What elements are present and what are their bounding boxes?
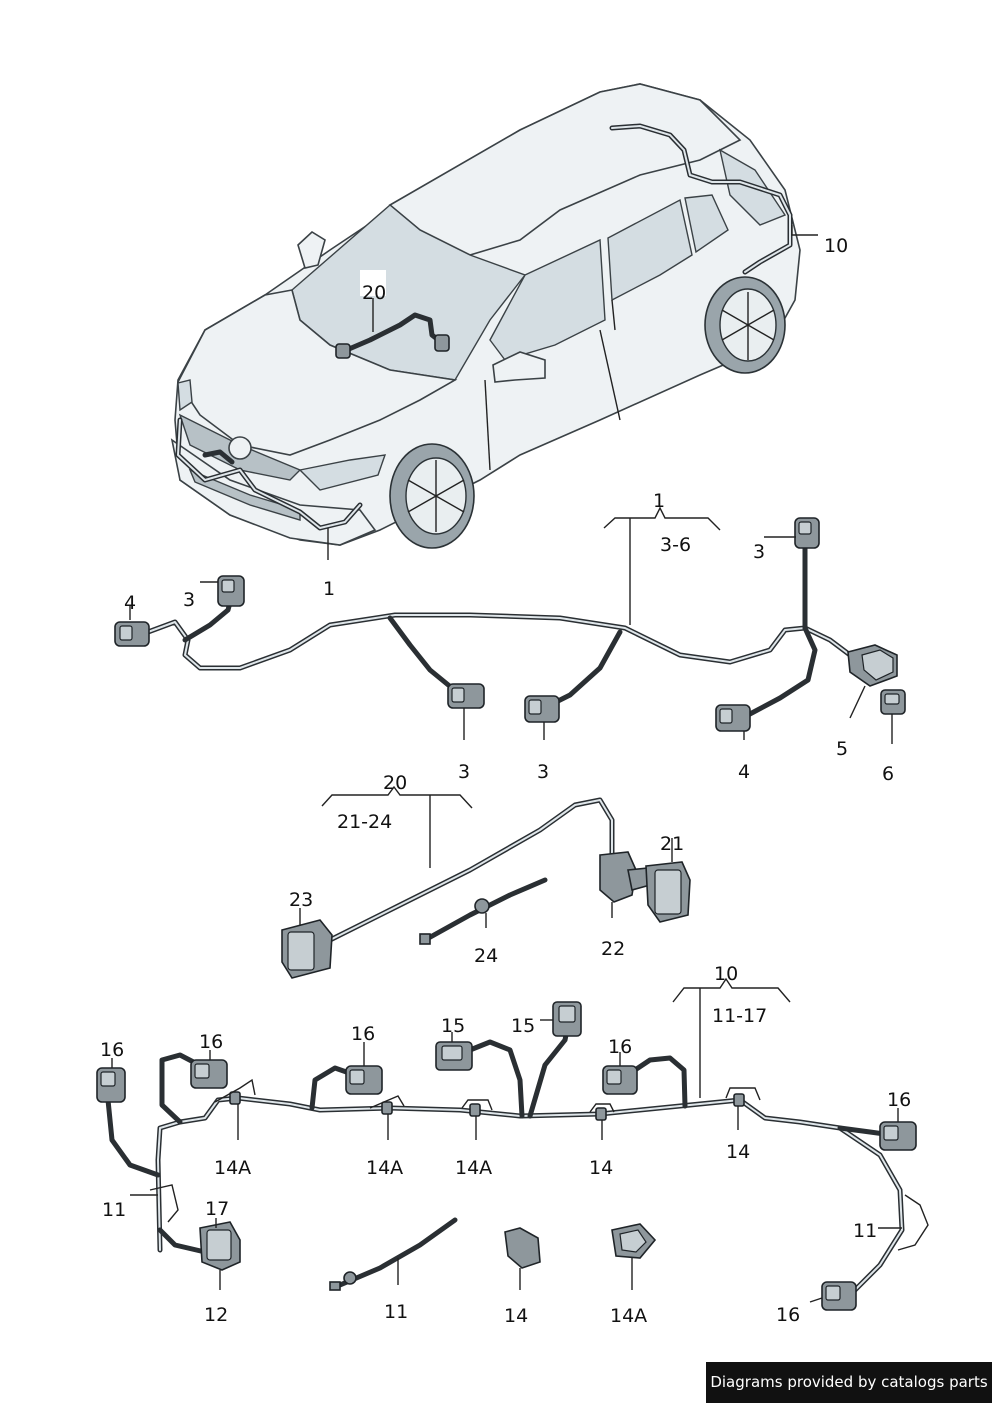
callout-14-b: 14 xyxy=(726,1141,750,1163)
callout-15-a: 15 xyxy=(441,1015,465,1037)
callout-15-b: 15 xyxy=(511,1015,535,1037)
callout-3-mid-b: 3 xyxy=(537,761,549,783)
callout-3-mid-a: 3 xyxy=(458,761,470,783)
callout-24: 24 xyxy=(474,945,498,967)
callout-14A-a: 14A xyxy=(214,1157,251,1179)
callout-23: 23 xyxy=(289,889,313,911)
callout-4-right: 4 xyxy=(738,761,750,783)
clip-14 xyxy=(504,1227,541,1269)
callout-14A-b: 14A xyxy=(366,1157,403,1179)
footer-banner: Diagrams provided by catalogs parts xyxy=(706,1362,992,1403)
callout-14A-c: 14A xyxy=(455,1157,492,1179)
callout-20-range: 21-24 xyxy=(337,811,392,833)
callout-5: 5 xyxy=(836,738,848,760)
callout-6: 6 xyxy=(882,763,894,785)
callout-11-tie: 11 xyxy=(384,1301,408,1323)
callout-10-group: 10 xyxy=(714,963,738,985)
car-illustration xyxy=(170,83,801,549)
callout-12: 12 xyxy=(204,1304,228,1326)
callout-10-range: 11-17 xyxy=(712,1005,767,1027)
callout-3-top-right: 3 xyxy=(753,541,765,563)
callout-1-car: 1 xyxy=(323,578,335,600)
callout-21: 21 xyxy=(660,833,684,855)
callout-4-left: 4 xyxy=(124,592,136,614)
rear-bumper-harness: 10 11-17 xyxy=(96,963,929,1327)
callout-14-a: 14 xyxy=(589,1157,613,1179)
callout-10-car: 10 xyxy=(824,235,848,257)
callout-22: 22 xyxy=(601,938,625,960)
callout-11-left: 11 xyxy=(102,1199,126,1221)
callout-11-right: 11 xyxy=(853,1220,877,1242)
callout-14A-clip: 14A xyxy=(610,1305,647,1327)
windshield-harness: 20 21-24 21 22 23 24 xyxy=(281,772,691,979)
callout-1-range: 3-6 xyxy=(660,534,691,556)
callout-20-car: 20 xyxy=(362,282,386,304)
callout-1-group: 1 xyxy=(653,490,665,512)
front-bumper-harness: 1 3-6 4 3 3 xyxy=(114,490,906,785)
callout-16-d: 16 xyxy=(608,1036,632,1058)
callout-17: 17 xyxy=(205,1198,229,1220)
callout-14-clip: 14 xyxy=(504,1305,528,1327)
callout-16-e: 16 xyxy=(887,1089,911,1111)
callout-20-group: 20 xyxy=(383,772,407,794)
callout-3-left: 3 xyxy=(183,589,195,611)
callout-16-b: 16 xyxy=(199,1031,223,1053)
callout-16-f: 16 xyxy=(776,1304,800,1326)
callout-box-20 xyxy=(360,270,386,296)
callout-16-a: 16 xyxy=(100,1039,124,1061)
callout-16-c: 16 xyxy=(351,1023,375,1045)
grommet-22 xyxy=(599,851,637,903)
